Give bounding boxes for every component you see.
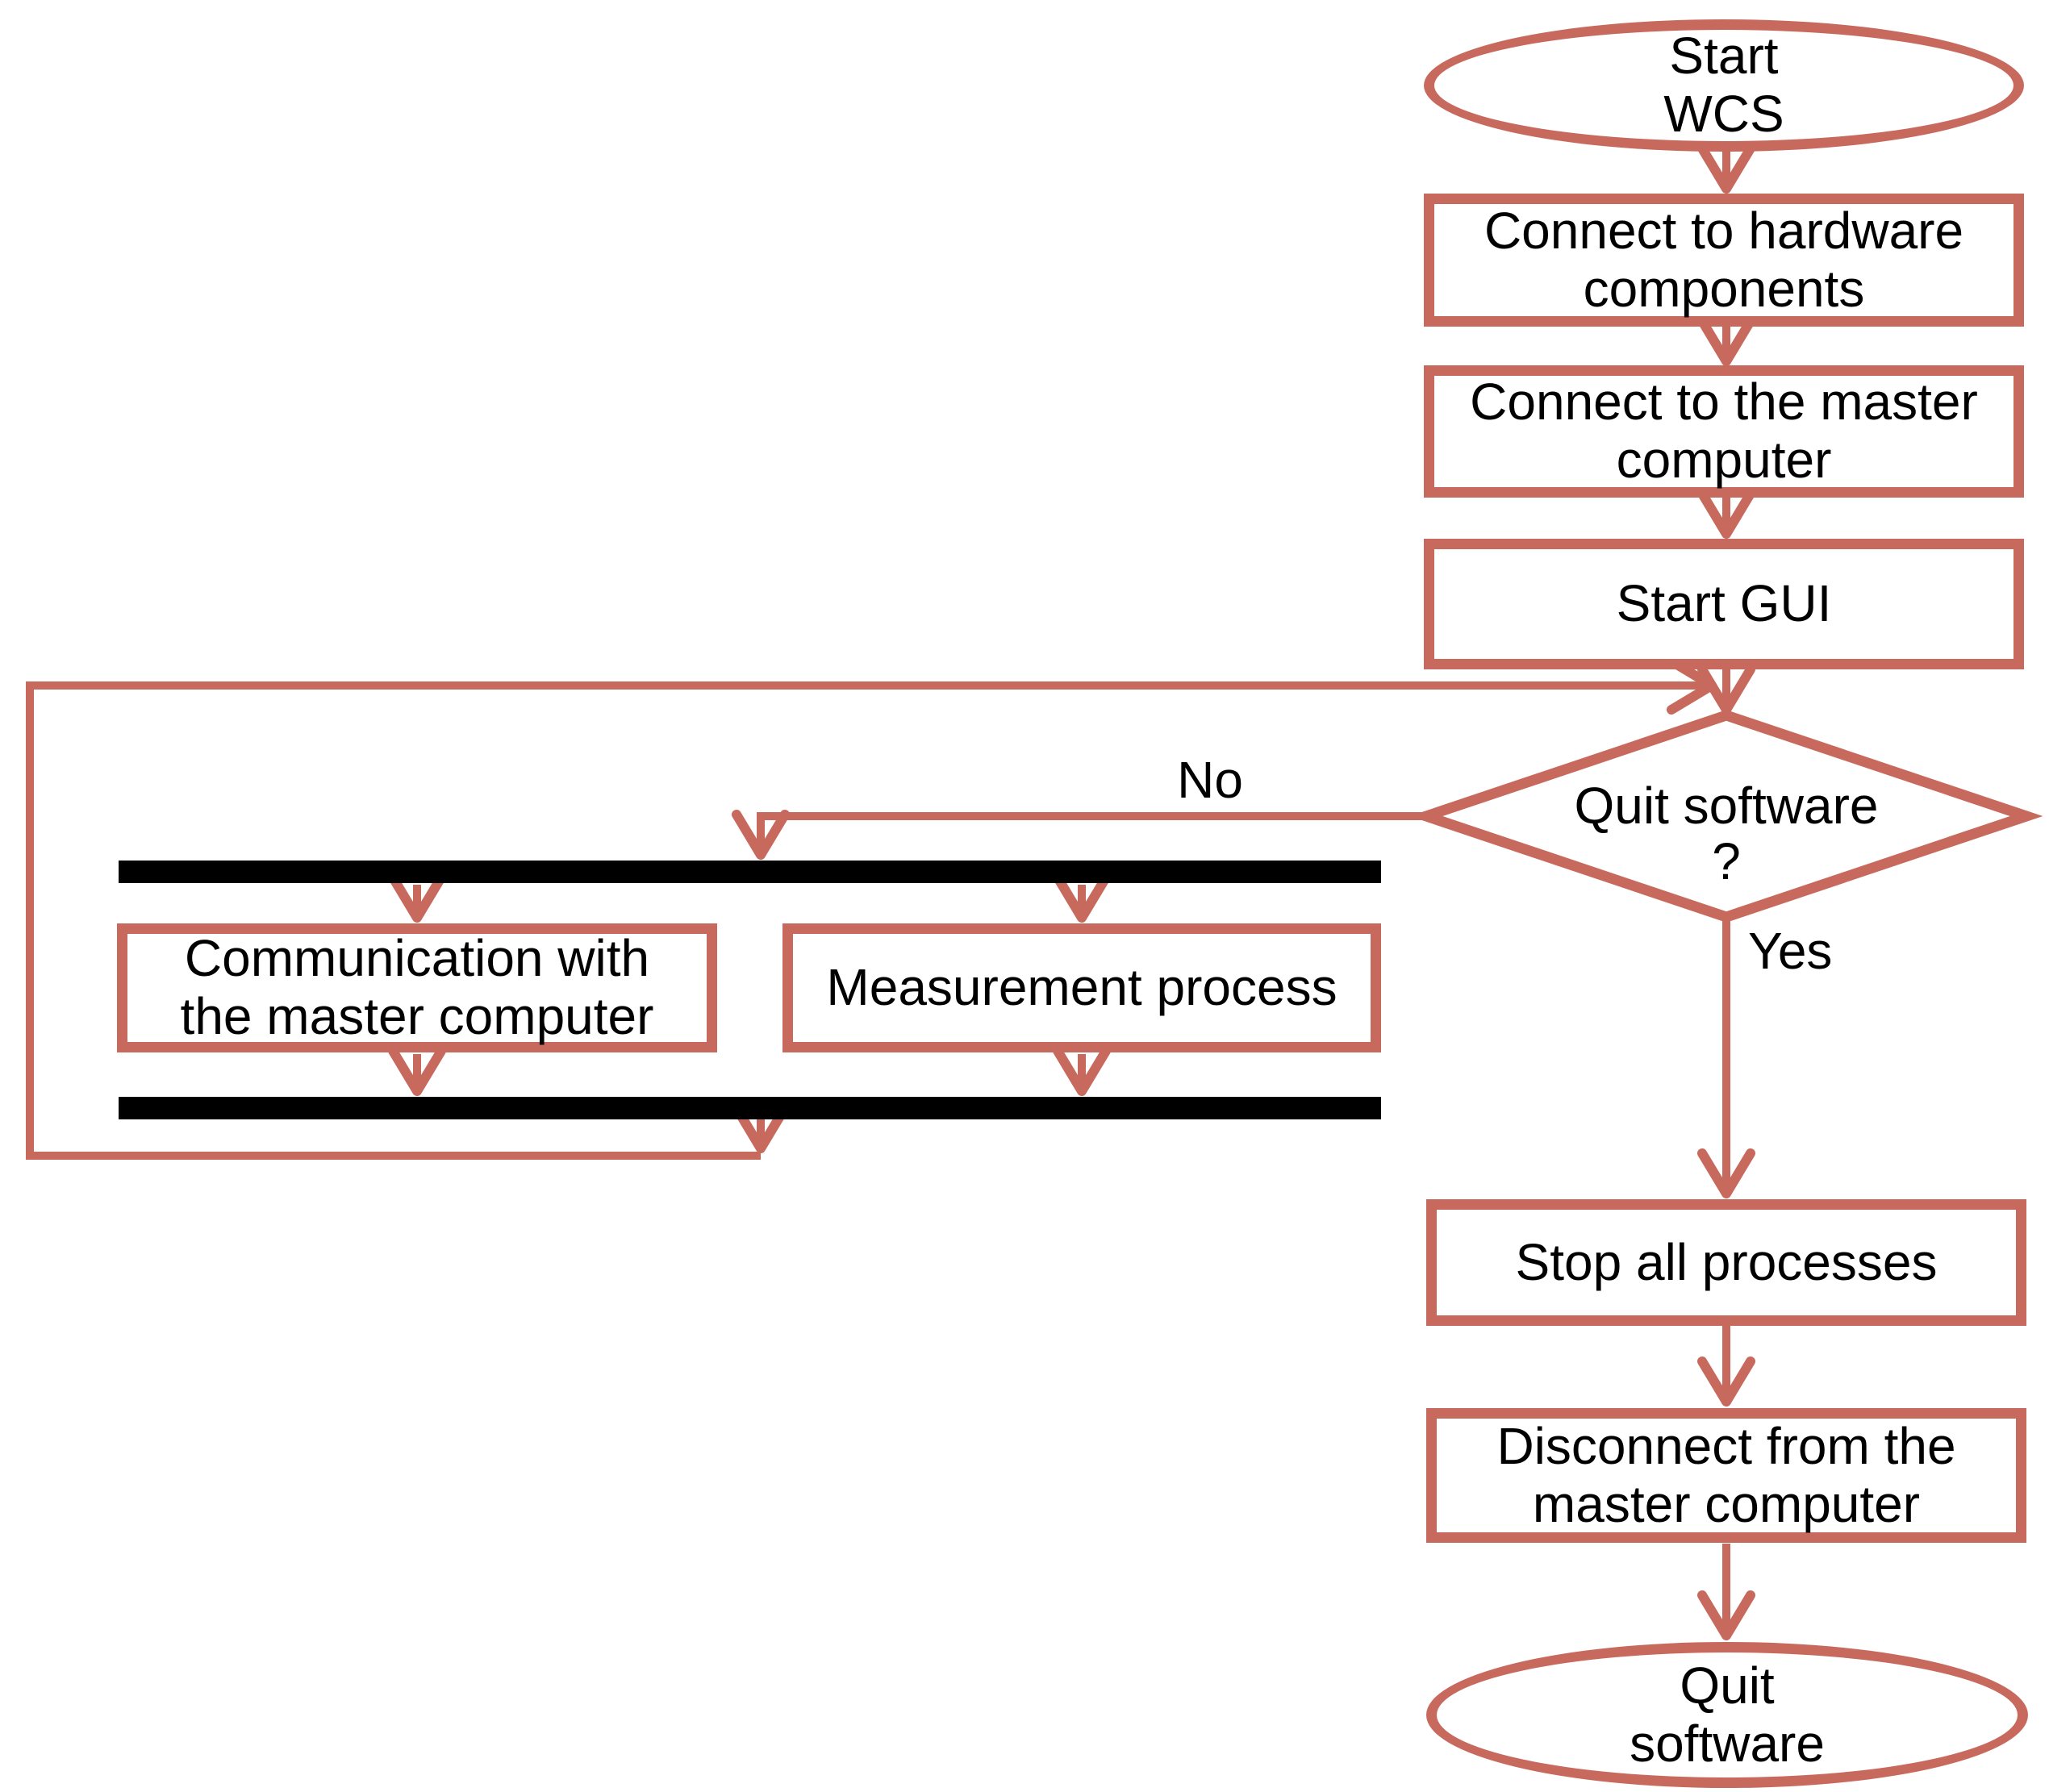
edge-join-loop-to-decision [26,656,1717,1160]
no-branch-label: No [1177,751,1243,809]
connect-hardware-box: Connect to hardware components [1424,194,2024,327]
start-gui-label: Start GUI [1616,574,1832,633]
quit-software-label: Quit software [1630,1656,1825,1773]
start-wcs-terminator: Start WCS [1424,19,2024,152]
join-bar [119,1097,1381,1119]
disconnect-master-label: Disconnect from the master computer [1496,1416,1956,1533]
communication-box: Communication with the master computer [117,923,717,1052]
connect-hardware-label: Connect to hardware components [1484,201,1964,318]
disconnect-master-box: Disconnect from the master computer [1426,1408,2026,1543]
measurement-label: Measurement process [826,958,1337,1017]
quit-software-terminator: Quit software [1426,1642,2028,1788]
edge-decision-no-to-fork [732,810,1426,860]
connect-master-label: Connect to the master computer [1470,373,1978,489]
quit-decision-label: Quit software ? [1574,776,1879,890]
start-wcs-label: Start WCS [1663,27,1784,143]
fork-bar [119,861,1381,883]
stop-processes-label: Stop all processes [1515,1232,1938,1291]
stop-processes-box: Stop all processes [1426,1199,2026,1326]
communication-label: Communication with the master computer [180,929,654,1045]
measurement-box: Measurement process [782,923,1381,1052]
yes-branch-label: Yes [1748,922,1833,980]
connect-master-box: Connect to the master computer [1424,365,2024,498]
quit-decision-diamond-shape [1409,710,2043,923]
start-gui-box: Start GUI [1424,539,2024,669]
